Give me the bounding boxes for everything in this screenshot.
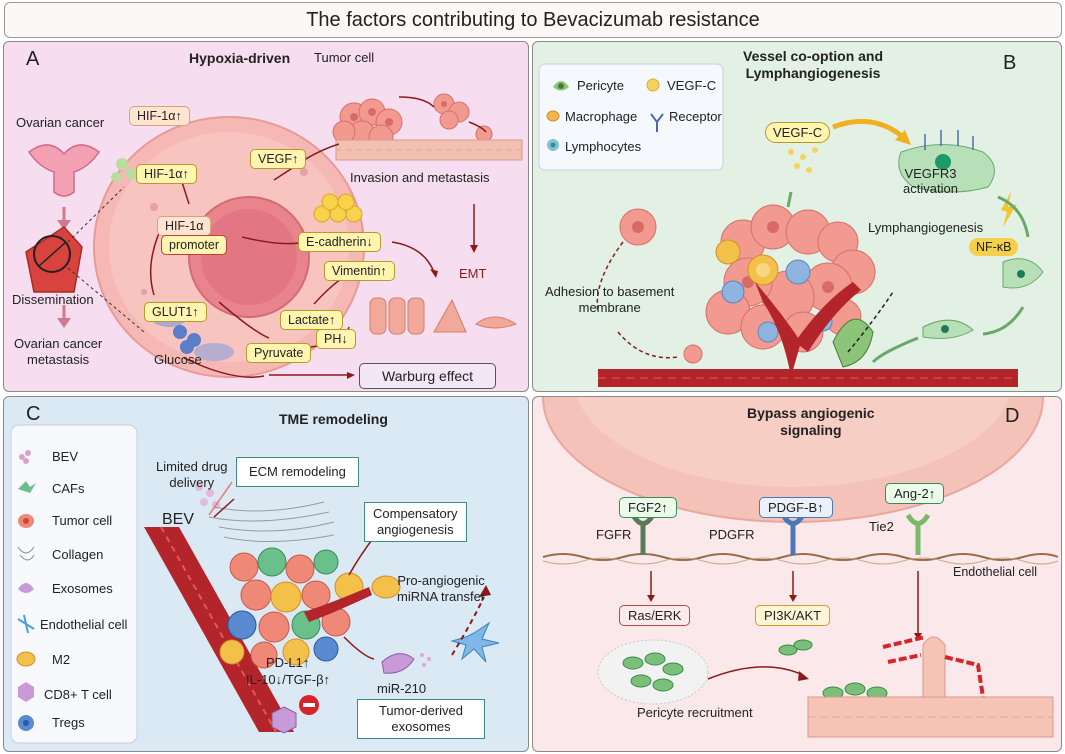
pdgfr-label: PDGFR [709,527,755,542]
panel-d-letter: D [1005,405,1020,427]
legend-tregs: Tregs [52,715,85,730]
mir210-label: miR-210 [377,681,427,696]
panel-c-title: TME remodeling [279,411,388,427]
promoter-tag: promoter [161,235,228,255]
bev-vessel-label: BEV [162,511,195,528]
pdgfb-box: PDGF-B↑ [759,497,833,518]
vegf-tag: VEGF↑ [250,149,307,169]
ph-tag: PH↓ [316,329,356,349]
legend-vegfc: VEGF-C [667,78,717,93]
pyruvate-tag: Pyruvate [246,343,312,363]
ecadherin-tag: E-cadherin↓ [298,232,381,252]
panel-a: A Hypoxia-driven Ovarian cancer Dissemin… [3,41,529,392]
adhesion-label: Adhesion to basement membrane [545,284,675,315]
legend-cafs: CAFs [52,481,85,496]
legend-pericyte: Pericyte [577,78,624,93]
legend-cd8-t-cell: CD8+ T cell [44,687,112,702]
panel-d: Bypass angiogenic signaling D FGF2↑ PDGF… [532,396,1062,752]
ecm-remodeling-box: ECM remodeling [236,457,359,487]
legend-lymphocytes: Lymphocytes [565,139,642,154]
lactate-tag: Lactate↑ [280,310,344,330]
vimentin-tag: Vimentin↑ [324,261,395,281]
hif-mid-tag: HIF-1α↑ [136,164,197,184]
panel-d-title: Bypass angiogenic signaling [747,405,875,438]
glucose-label: Glucose [154,352,202,367]
panel-c: C TME remodeling BEV CAFs Tumor cell Col… [3,396,529,752]
vegfc-tag: VEGF-C [765,122,831,143]
panel-b: Vessel co-option and Lymphangiogenesis B… [532,41,1062,392]
legend-exosomes: Exosomes [52,581,113,596]
panel-c-letter: C [26,403,41,425]
ovarian-cancer-label: Ovarian cancer [16,115,105,130]
figure-title: The factors contributing to Bevacizumab … [4,2,1062,38]
legend-macrophage: Macrophage [565,109,638,124]
nfkb-tag: NF-κB [969,238,1019,256]
lymphangiogenesis-label: Lymphangiogenesis [868,220,984,235]
tie2-label: Tie2 [869,519,894,534]
pericyte-recruitment-label: Pericyte recruitment [637,705,753,720]
limited-delivery-label: Limited drug delivery [156,459,228,490]
panel-c-illustration [10,424,500,744]
pi3k-akt-box: PI3K/AKT [755,605,831,626]
vegfr3-label: VEGFR3 activation [903,166,958,196]
pdl1-label: PD-L1↑ [266,655,310,670]
pro-angiogenic-label: Pro-angiogenic miRNA transfer [397,573,486,604]
dissemination-label: Dissemination [12,292,94,307]
legend-m2: M2 [52,652,71,667]
panel-b-letter: B [1003,52,1017,74]
panel-a-letter: A [26,48,40,70]
tumor-derived-exosomes-box: Tumor-derived exosomes [357,699,485,739]
panel-b-title: Vessel co-option and Lymphangiogenesis [743,48,884,81]
hif-top-tag: HIF-1α↑ [129,106,190,126]
metastasis-label: Ovarian cancer metastasis [14,336,103,367]
glut1-tag: GLUT1↑ [144,302,207,322]
warburg-effect-tag: Warburg effect [359,363,497,389]
endothelial-cell-label: Endothelial cell [953,565,1038,579]
emt-label: EMT [459,266,487,281]
hif-promoter-label: HIF-1α [157,216,212,236]
legend-tumor-cell: Tumor cell [52,513,113,528]
fgf2-box: FGF2↑ [619,497,677,518]
legend-bev: BEV [52,449,79,464]
panel-a-title: Hypoxia-driven [189,50,291,66]
legend-endothelial-cell: Endothelial cell [40,617,128,632]
panel-b-illustration [538,63,1044,387]
legend-receptor: Receptor [669,109,722,124]
ras-erk-box: Ras/ERK [619,605,691,626]
legend-collagen: Collagen [52,547,104,562]
tumor-cell-label: Tumor cell [314,50,375,65]
invasion-label: Invasion and metastasis [350,170,490,185]
il10-label: IL-10↓/TGF-β↑ [246,672,331,687]
compensatory-angiogenesis-box: Compensatory angiogenesis [364,502,467,542]
fgfr-label: FGFR [596,527,632,542]
ang2-box: Ang-2↑ [885,483,945,504]
